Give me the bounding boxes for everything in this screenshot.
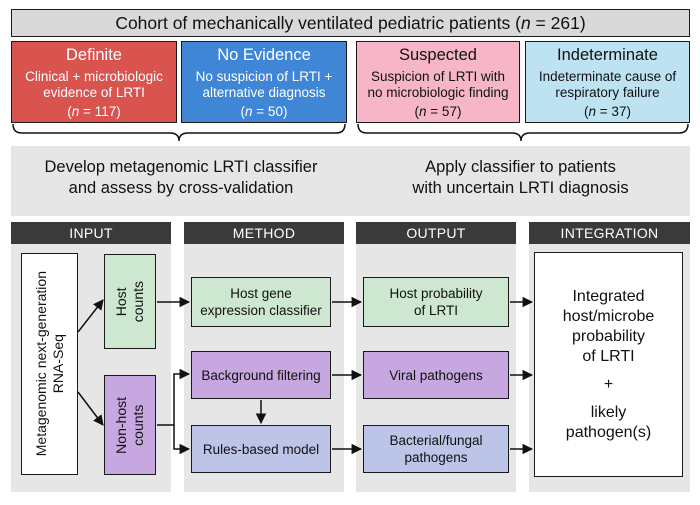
- integration-line4: of LRTI: [582, 347, 635, 365]
- category-desc-line2: respiratory failure: [555, 84, 660, 100]
- host-classifier-box: Host gene expression classifier: [191, 277, 331, 327]
- viral-label: Viral pathogens: [389, 367, 483, 383]
- cohort-header: Cohort of mechanically ventilated pediat…: [11, 9, 690, 37]
- column-header-output: OUTPUT: [356, 222, 516, 244]
- category-suspected: Suspected Suspicion of LRTI with no micr…: [356, 41, 520, 123]
- integration-line6: pathogen(s): [565, 423, 652, 441]
- bact-line1: Bacterial/fungal: [389, 433, 483, 448]
- host-prob-line1: Host probability: [389, 286, 483, 301]
- category-desc-line1: Indeterminate cause of: [538, 69, 677, 84]
- category-count: (n = 57): [414, 104, 462, 119]
- integration-line1: Integrated: [572, 287, 645, 305]
- integration-line5: likely: [590, 403, 627, 421]
- integration-plus: +: [603, 375, 614, 393]
- column-header-integration: INTEGRATION: [529, 222, 690, 244]
- host-probability-box: Host probability of LRTI: [363, 277, 509, 327]
- background-filtering-box: Background filtering: [191, 351, 331, 399]
- integration-line2: host/microbe: [562, 307, 655, 325]
- filtering-label: Background filtering: [201, 367, 321, 383]
- column-header-input: INPUT: [11, 222, 171, 244]
- category-definite: Definite Clinical + microbiologic eviden…: [11, 41, 177, 123]
- apply-classifier-text: Apply classifier to patients with uncert…: [351, 152, 690, 204]
- category-title: Indeterminate: [557, 46, 658, 64]
- category-count: (n = 117): [67, 104, 121, 119]
- left-brace: [12, 123, 346, 142]
- category-count: (n = 37): [584, 104, 631, 119]
- viral-pathogens-box: Viral pathogens: [363, 351, 509, 399]
- category-title: Suspected: [399, 46, 477, 64]
- category-desc-line1: Suspicion of LRTI with: [370, 69, 506, 84]
- develop-line1: Develop metagenomic LRTI classifier: [44, 158, 318, 176]
- category-title: No Evidence: [217, 46, 311, 64]
- category-title: Definite: [66, 46, 122, 64]
- category-desc-line2: evidence of LRTI: [43, 84, 145, 100]
- cohort-title: Cohort of mechanically ventilated pediat…: [115, 12, 586, 33]
- classifier-line1: Host gene: [230, 286, 292, 301]
- right-brace: [357, 123, 689, 142]
- strategy-panel: [11, 146, 690, 216]
- category-count: (n = 50): [240, 104, 288, 119]
- apply-line1: Apply classifier to patients: [425, 158, 616, 176]
- rules-model-box: Rules-based model: [191, 425, 331, 473]
- integration-line3: probability: [572, 327, 645, 345]
- develop-classifier-text: Develop metagenomic LRTI classifier and …: [11, 152, 351, 204]
- integration-box: Integrated host/microbe probability of L…: [534, 252, 683, 477]
- develop-line2: and assess by cross-validation: [68, 179, 294, 197]
- bacterial-fungal-box: Bacterial/fungal pathogens: [363, 425, 509, 473]
- apply-line2: with uncertain LRTI diagnosis: [412, 179, 629, 197]
- category-desc-line1: No suspicion of LRTI +: [195, 69, 333, 84]
- category-desc-line1: Clinical + microbiologic: [25, 69, 163, 84]
- rules-label: Rules-based model: [202, 441, 320, 457]
- bact-line2: pathogens: [404, 450, 468, 465]
- host-prob-line2: of LRTI: [413, 303, 459, 318]
- column-header-method: METHOD: [184, 222, 344, 244]
- category-desc-line2: no microbiologic finding: [367, 84, 509, 100]
- category-no-evidence: No Evidence No suspicion of LRTI + alter…: [181, 41, 347, 123]
- classifier-line2: expression classifier: [200, 303, 322, 318]
- category-desc-line2: alternative diagnosis: [202, 84, 326, 100]
- category-indeterminate: Indeterminate Indeterminate cause of res…: [525, 41, 690, 123]
